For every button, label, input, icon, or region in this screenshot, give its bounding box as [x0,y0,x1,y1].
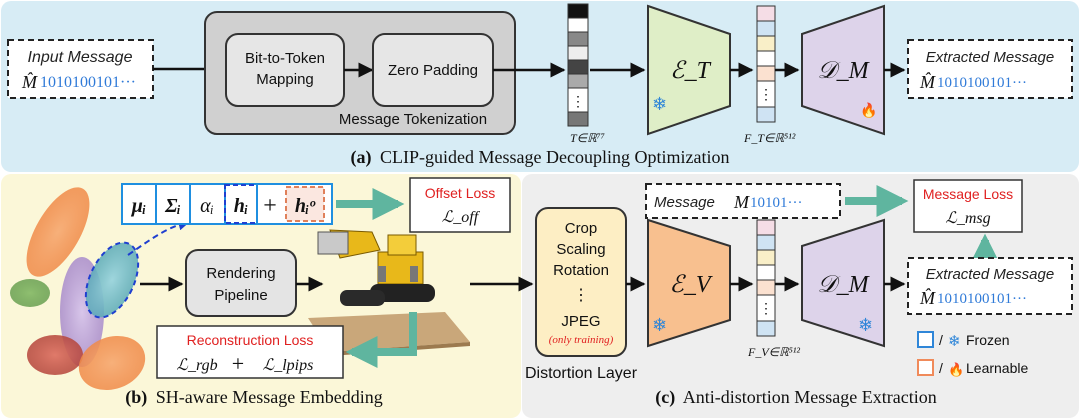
distortion-vdots: ⋮ [573,287,589,304]
input-message-symbol: M̂ [21,72,38,92]
legend-learnable-swatch [917,359,934,376]
svg-text:⋮: ⋮ [759,86,773,102]
message-decoder-c [801,218,885,348]
flame-icon: 🔥 [860,102,877,119]
legend-sep-1: / [939,332,943,348]
legend-frozen-label: Frozen [966,332,1010,348]
message-decoder-a [801,4,885,136]
message-decoder-label-a: 𝒟_M [817,58,870,84]
extracted-message-symbol-c: M̂ [919,288,936,308]
token-dim-label: T∈ℝ⁷⁷ [570,131,605,145]
offset-feature-box [285,186,325,222]
legend-learnable-label: Learnable [966,360,1028,376]
message-loss-symbol: ℒ_msg [945,210,990,227]
distortion-jpeg: JPEG [561,313,600,330]
recon-plus: + [232,351,244,376]
attr-h: hᵢ [234,195,249,217]
message-bits: 10101··· [750,195,803,211]
gaussian-splats [10,187,146,391]
offset-loss-box [409,177,511,233]
distortion-layer-box [535,207,627,357]
flame-icon: 🔥 [948,362,964,377]
extracted-message-bits-a: 1010100101··· [937,75,1027,91]
offset-loss-title: Offset Loss [425,185,496,201]
distortion-list: Crop Scaling Rotation ⋮ JPEG (only train… [549,220,614,346]
panel-a-caption: (a) CLIP-guided Message Decoupling Optim… [351,147,730,168]
attr-sigma: Σᵢ [164,195,181,217]
extracted-message-label-a: Extracted Message [926,49,1054,66]
snowflake-icon: ❄ [652,94,667,114]
bit-to-token-box [225,33,345,107]
legend-sep-2: / [939,360,943,376]
input-message-box [7,39,154,99]
arrow-image-to-recon-loss [345,312,417,368]
panel-b-caption: (b) SH-aware Message Embedding [125,387,382,408]
input-message-label: Input Message [28,49,133,66]
legend-frozen-swatch [917,331,934,348]
message-box [645,183,841,219]
feature-vector-c: ⋮ [756,219,776,337]
zero-padding-label: Zero Padding [388,62,478,79]
extracted-message-box-a [907,39,1073,99]
message-tokenization-label: Message Tokenization [339,111,487,128]
recon-loss-box [156,325,344,379]
recon-rgb: ℒ_rgb [176,357,217,374]
distortion-crop: Crop [565,220,598,237]
message-loss-box [913,179,1023,233]
svg-text:⋮: ⋮ [759,300,773,316]
bit-to-token-label-1: Bit-to-Token [245,50,325,67]
message-symbol: M [733,192,750,212]
attr-mu: μᵢ [131,195,147,217]
snowflake-icon: ❄ [948,333,961,350]
rendering-label-1: Rendering [206,265,275,282]
snowflake-icon: ❄ [858,315,873,335]
only-training-note: (only training) [549,334,614,346]
extracted-message-box-c [907,257,1073,315]
bit-to-token-label-2: Mapping [256,71,314,88]
attr-alpha: αᵢ [200,195,214,217]
rendering-pipeline-box [185,249,297,317]
visual-encoder-trapezoid [647,218,731,348]
text-encoder-trapezoid [647,4,731,136]
recon-lpips: ℒ_lpips [263,357,314,374]
feature-dim-label-c: F_V∈ℝ⁵¹² [747,345,800,359]
distortion-layer-label: Distortion Layer [525,365,638,382]
attr-h-offset: hᵢᵒ [295,195,317,217]
input-message-bits: 1010100101··· [40,74,136,91]
panel-b: μᵢ Σᵢ αᵢ hᵢ + hᵢᵒ Offset Loss ℒ_off Rend… [10,177,511,408]
extracted-message-bits-c: 1010100101··· [937,291,1027,307]
panel-a: Input Message M̂ 1010100101··· Bit-to-To… [7,3,1073,168]
text-encoder-label: ℰ_T [670,58,712,84]
distortion-rotation: Rotation [553,262,609,279]
message-loss-title: Message Loss [923,186,1013,202]
panel-c: Message M 10101··· Message Loss ℒ_msg Cr… [470,179,1073,408]
distortion-scaling: Scaling [556,241,605,258]
visual-encoder-label: ℰ_V [669,272,713,298]
offset-loss-symbol: ℒ_off [442,209,481,226]
token-vector: ⋮ [567,3,589,127]
message-decoder-label-c: 𝒟_M [817,272,870,298]
extracted-message-label-c: Extracted Message [926,266,1054,283]
extracted-message-symbol-a: M̂ [919,72,936,92]
feature-vector-a: ⋮ [756,5,776,123]
legend: / ❄ Frozen / 🔥 Learnable [917,331,1028,377]
message-label: Message [654,194,715,211]
feature-dim-label-a: F_T∈ℝ⁵¹² [743,131,796,145]
attr-plus: + [263,193,277,219]
rendering-label-2: Pipeline [214,287,267,304]
panel-c-caption: (c) Anti-distortion Message Extraction [655,387,936,408]
snowflake-icon: ❄ [652,315,667,335]
recon-loss-title: Reconstruction Loss [187,332,314,348]
svg-text:⋮: ⋮ [571,93,585,109]
